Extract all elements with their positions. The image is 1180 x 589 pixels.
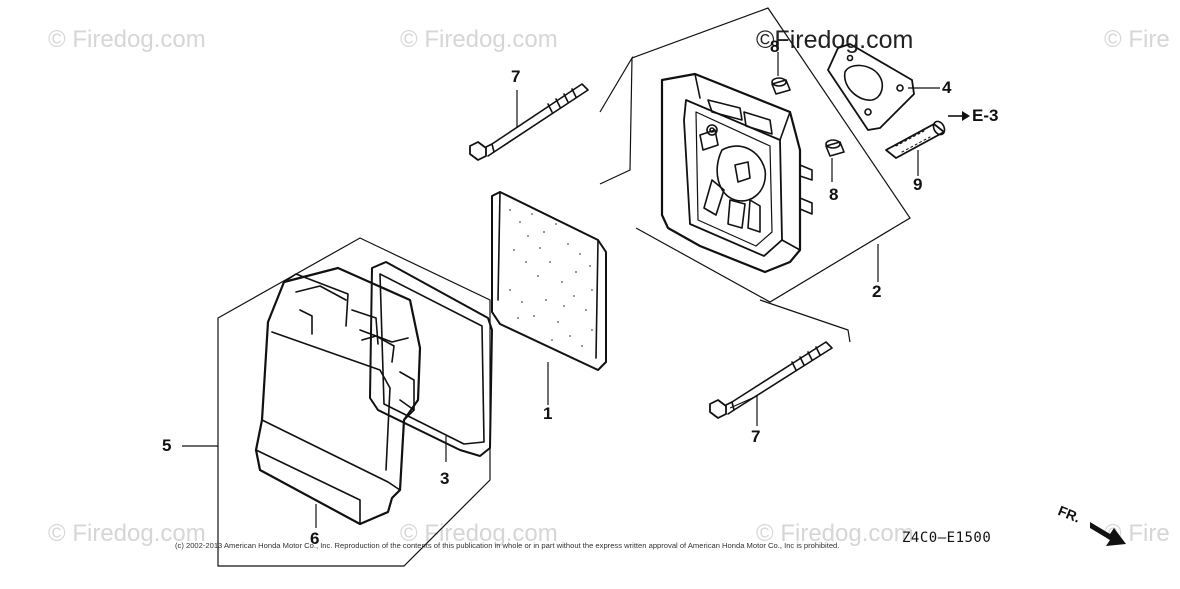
bolt-upper	[469, 83, 589, 161]
watermark: © Firedog.com	[756, 520, 914, 547]
callout-8-upper: 8	[770, 37, 780, 56]
copyright-notice: (c) 2002-2013 American Honda Motor Co., …	[175, 541, 840, 550]
callout-2: 2	[872, 282, 882, 301]
bolt-lower	[709, 341, 833, 419]
callout-4: 4	[942, 78, 952, 97]
assembly-brackets	[217, 7, 911, 567]
seal-gasket	[369, 261, 493, 457]
watermark: © Firedog.com	[48, 520, 206, 547]
collar-upper	[771, 77, 791, 95]
callout-5: 5	[162, 436, 172, 455]
watermark: © Fire	[1104, 26, 1170, 53]
callout-7-lower: 7	[751, 427, 761, 446]
callout-6: 6	[310, 529, 320, 548]
callout-7-upper: 7	[511, 67, 521, 86]
watermark: © Firedog.com	[400, 520, 558, 547]
leader-lines	[182, 52, 940, 528]
watermark-prominent: ©Firedog.com	[756, 26, 914, 54]
watermark: © Firedog.com	[400, 26, 558, 53]
diagram-code: Z4C0—E1500	[902, 530, 992, 546]
collar-lower	[825, 139, 845, 157]
callout-1: 1	[543, 404, 553, 423]
callout-3: 3	[440, 469, 450, 488]
gasket	[827, 43, 915, 131]
watermark: © Firedog.com	[48, 26, 206, 53]
front-direction-arrow-icon	[1090, 522, 1126, 546]
e3-arrow	[948, 111, 970, 121]
callout-9: 9	[913, 175, 923, 194]
callout-e3: E-3	[972, 106, 999, 125]
air-cleaner-case	[660, 72, 813, 274]
breather-tube	[885, 120, 946, 159]
callout-8-lower: 8	[829, 185, 839, 204]
air-filter-element	[491, 191, 607, 371]
air-cleaner-cover	[254, 266, 422, 526]
filter-texture	[509, 209, 593, 347]
